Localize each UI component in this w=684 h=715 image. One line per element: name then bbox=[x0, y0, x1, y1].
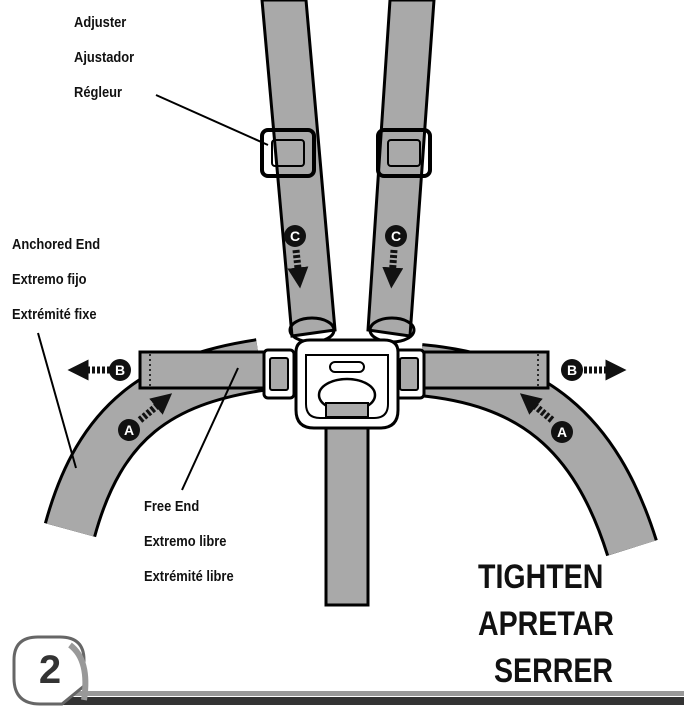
label-free-end-es: Extremo libre bbox=[144, 533, 227, 550]
marker-c-left: C bbox=[284, 225, 306, 247]
label-anchored-end-fr: Extrémité fixe bbox=[12, 306, 97, 323]
step-number: 2 bbox=[38, 648, 62, 692]
left-adjuster bbox=[260, 128, 316, 178]
svg-text:C: C bbox=[391, 228, 401, 244]
right-adjuster bbox=[376, 128, 432, 178]
svg-text:B: B bbox=[115, 362, 125, 378]
step-badge bbox=[12, 635, 684, 706]
label-free-end-fr: Extrémité libre bbox=[144, 568, 234, 585]
label-adjuster-es: Ajustador bbox=[74, 49, 135, 66]
svg-text:A: A bbox=[124, 422, 134, 438]
action-es: APRETAR bbox=[478, 605, 614, 643]
label-free-end-en: Free End bbox=[144, 498, 200, 515]
crotch-strap bbox=[324, 403, 370, 607]
marker-a-left: A bbox=[118, 419, 140, 441]
label-adjuster-en: Adjuster bbox=[74, 14, 127, 31]
arrow-a-left bbox=[137, 393, 173, 423]
svg-text:B: B bbox=[567, 362, 577, 378]
marker-a-right: A bbox=[551, 421, 573, 443]
label-anchored-end-en: Anchored End bbox=[12, 236, 101, 253]
adjuster-leader-line bbox=[155, 94, 269, 146]
anchored-end-leader-line bbox=[37, 332, 77, 469]
marker-b-left: B bbox=[109, 359, 131, 381]
action-fr: SERRER bbox=[494, 652, 614, 690]
svg-text:A: A bbox=[557, 424, 567, 440]
action-en: TIGHTEN bbox=[478, 558, 604, 596]
free-end-leader-line bbox=[181, 367, 239, 491]
marker-c-right: C bbox=[385, 225, 407, 247]
center-buckle bbox=[294, 338, 400, 430]
left-shoulder-strap bbox=[260, 0, 337, 338]
label-adjuster-fr: Régleur bbox=[74, 84, 123, 101]
svg-text:C: C bbox=[290, 228, 300, 244]
label-anchored-end-es: Extremo fijo bbox=[12, 271, 87, 288]
arrow-a-right bbox=[519, 393, 555, 423]
marker-b-right: B bbox=[561, 359, 583, 381]
